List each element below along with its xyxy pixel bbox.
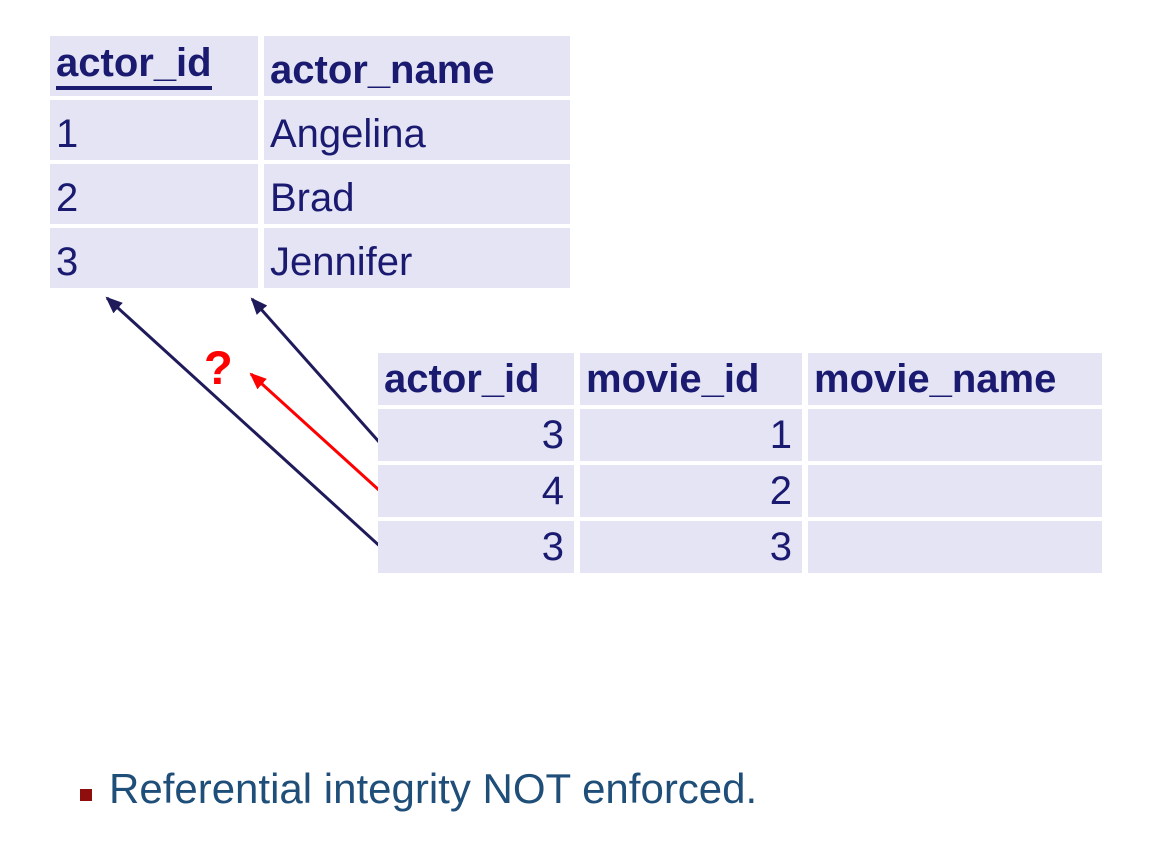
bullet-line: Referential integrity NOT enforced. — [80, 765, 757, 813]
missing-reference-question-mark: ? — [204, 341, 233, 394]
table-cell: 2 — [50, 164, 258, 224]
fk-arrow-row1-to-actors — [250, 297, 382, 444]
table-cell — [808, 521, 1102, 573]
fk-arrow-row3-to-actors — [105, 296, 385, 551]
table-cell: 1 — [50, 100, 258, 160]
table-cell: 1 — [580, 409, 802, 461]
table-cell — [808, 409, 1102, 461]
table-cell: 3 — [50, 228, 258, 288]
table-cell: Angelina — [264, 100, 570, 160]
table-cell: Brad — [264, 164, 570, 224]
actors-header-actor-id: actor_id — [50, 36, 258, 96]
movies-header-actor-id: actor_id — [378, 353, 574, 405]
fk-arrow-row2-missing-ref — [249, 372, 382, 493]
movies-header-movie-name: movie_name — [808, 353, 1102, 405]
table-cell — [808, 465, 1102, 517]
table-cell: 2 — [580, 465, 802, 517]
table-cell: 3 — [378, 409, 574, 461]
actors-header-actor-name: actor_name — [264, 36, 570, 96]
movies-table: actor_id movie_id movie_name 3 1 4 2 3 3 — [378, 353, 1102, 573]
primary-key-label: actor_id — [56, 43, 212, 90]
actors-table: actor_id actor_name 1 Angelina 2 Brad 3 … — [50, 36, 570, 288]
table-cell: Jennifer — [264, 228, 570, 288]
movies-header-movie-id: movie_id — [580, 353, 802, 405]
table-cell: 4 — [378, 465, 574, 517]
bullet-square-icon — [80, 789, 92, 801]
bullet-text: Referential integrity NOT enforced. — [109, 765, 758, 812]
table-cell: 3 — [580, 521, 802, 573]
table-cell: 3 — [378, 521, 574, 573]
